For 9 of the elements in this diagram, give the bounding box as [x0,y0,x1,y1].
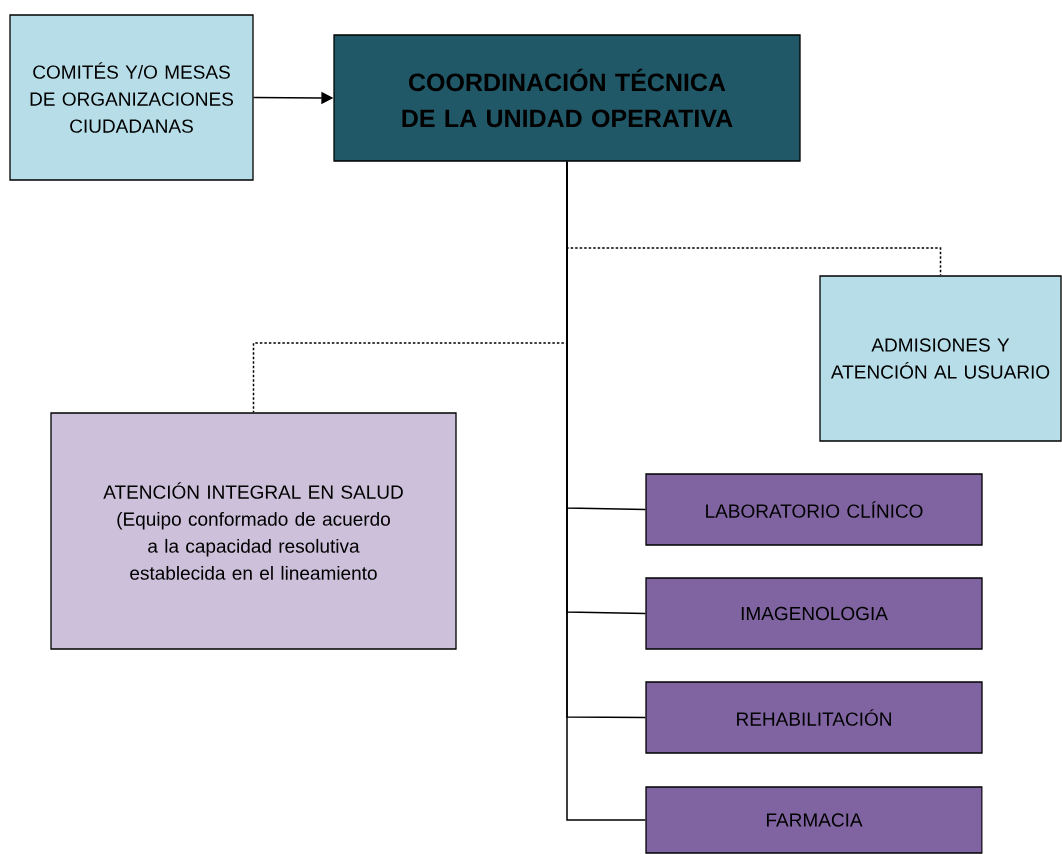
unit-box: FARMACIA [645,786,983,854]
department-box: ATENCIÓN INTEGRAL EN SALUD (Equipo conformado de acuerdo a la capacidad resolutiva establecida en el lineamiento [50,412,457,650]
unit-box: LABORATORIO CLÍNICO [645,473,983,546]
committee-box: COMITÉS Y/O MESAS DE ORGANIZACIONES CIUDADANAS [9,14,254,181]
department-box: ADMISIONES Y ATENCIÓN AL USUARIO [819,275,1062,442]
coordination-box: COORDINACIÓN TÉCNICA DE LA UNIDAD OPERATIVA [333,34,801,162]
unit-box: REHABILITACIÓN [645,681,983,754]
unit-box: IMAGENOLOGIA [645,577,983,650]
connector [566,160,647,821]
